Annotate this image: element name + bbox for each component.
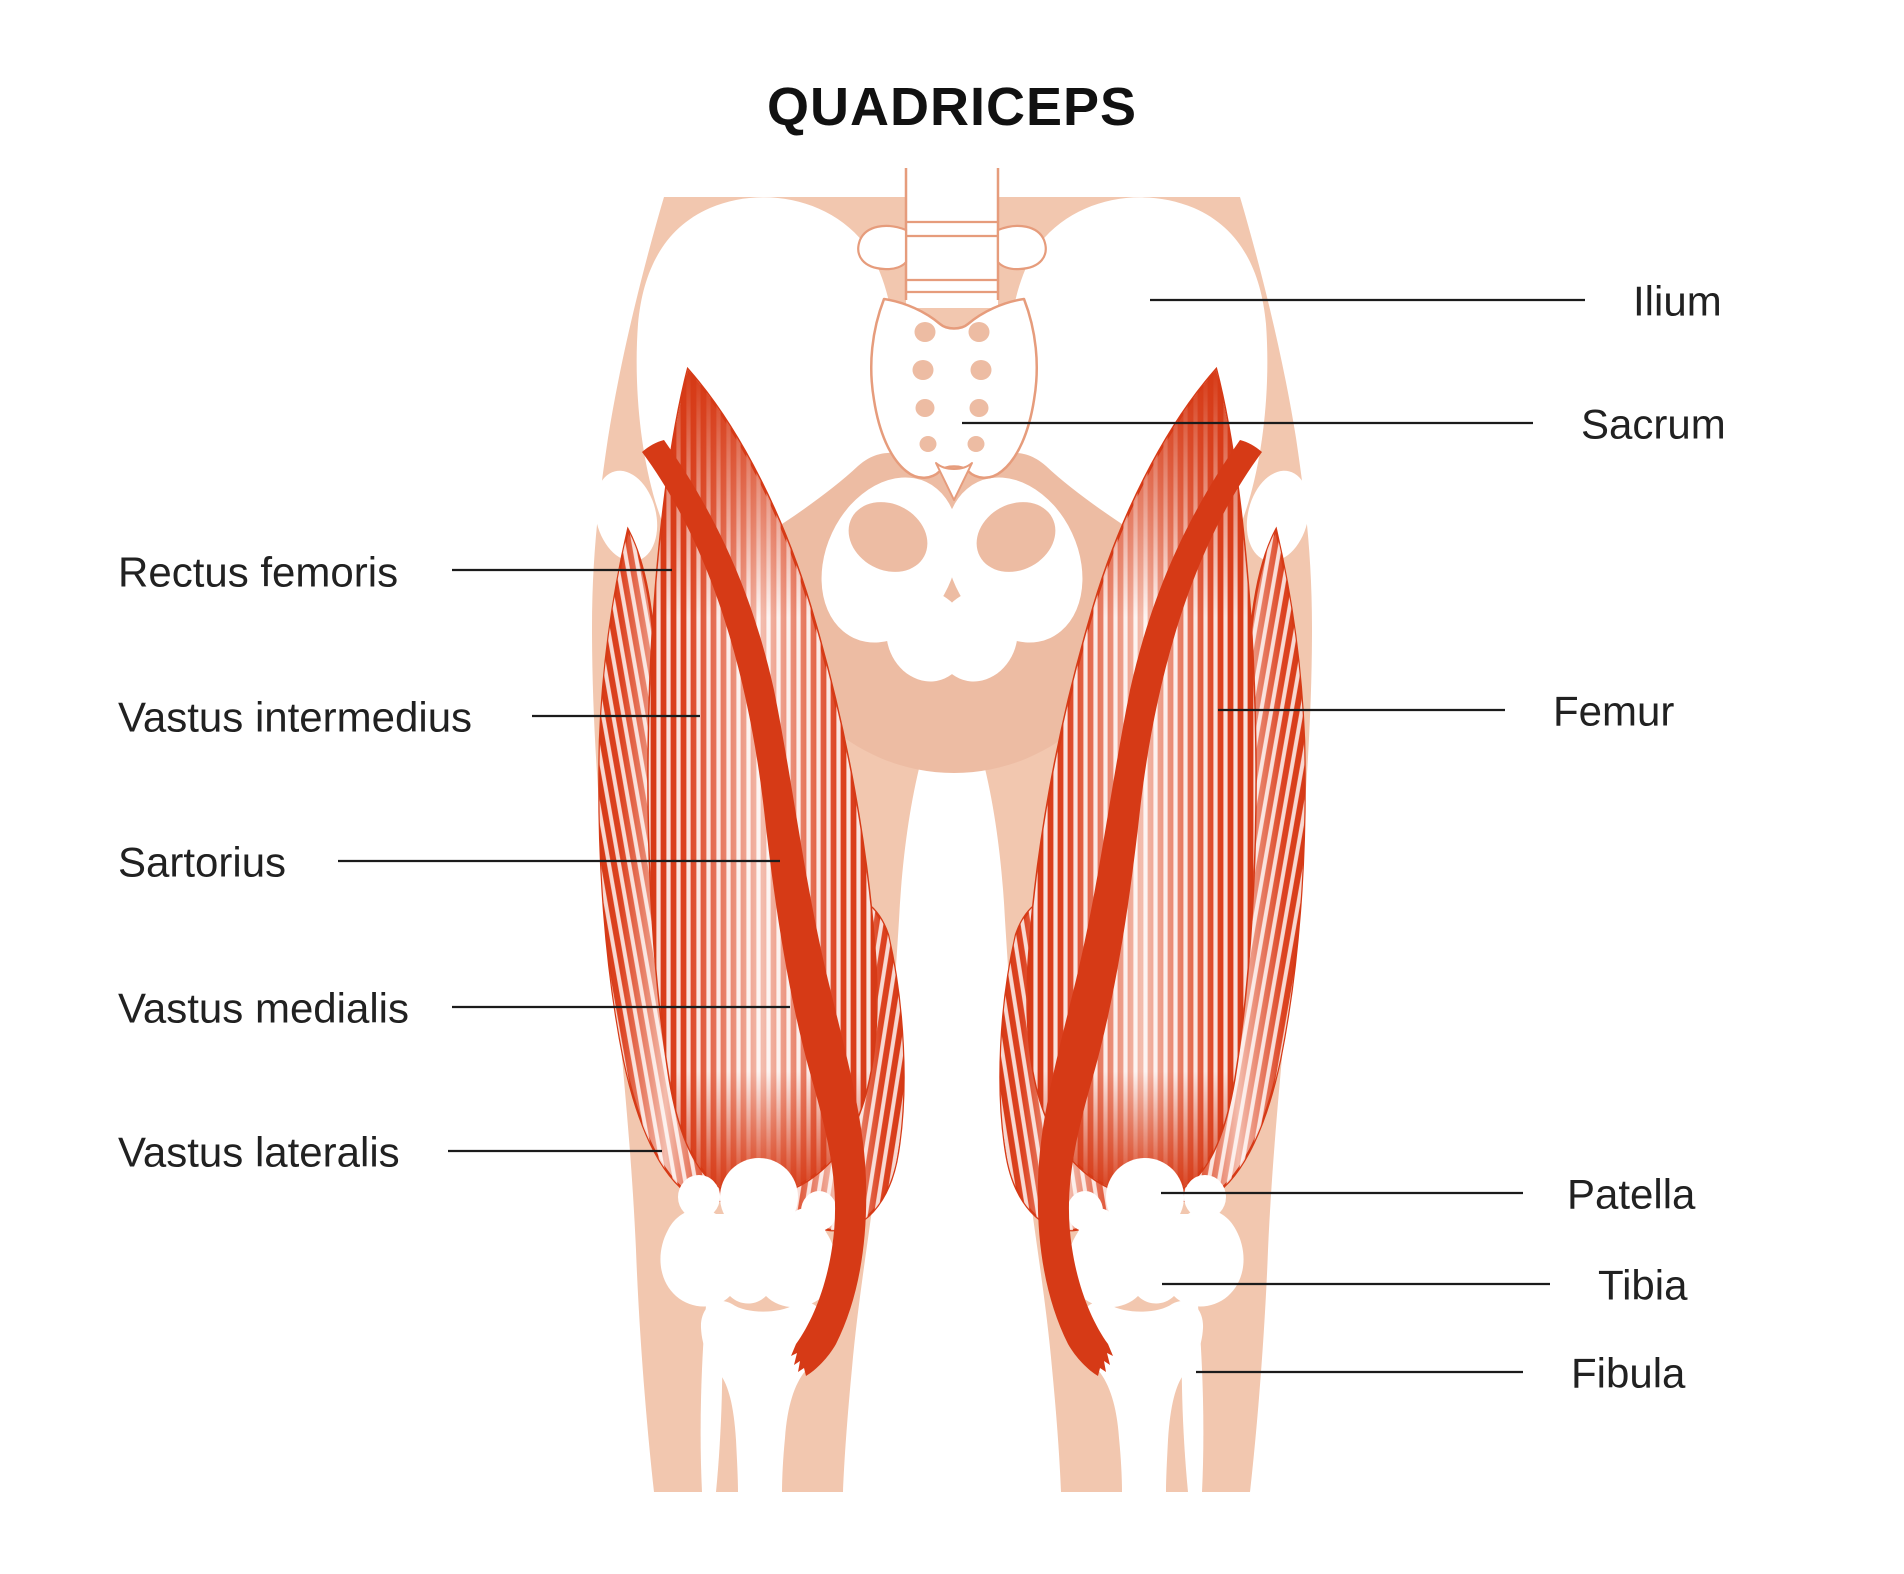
page-title: QUADRICEPS xyxy=(767,77,1137,137)
label-sartorius: Sartorius xyxy=(118,839,286,886)
label-vastus-medialis: Vastus medialis xyxy=(118,985,409,1032)
pelvic-cavity-shade xyxy=(766,397,1142,773)
lower-body-illustration xyxy=(586,168,1318,1492)
label-ilium: Ilium xyxy=(1633,278,1722,325)
label-vastus-lateralis: Vastus lateralis xyxy=(118,1129,400,1176)
sacral-foramina xyxy=(912,322,992,452)
label-sacrum: Sacrum xyxy=(1581,401,1726,448)
left-label-group: Rectus femoris Vastus intermedius Sartor… xyxy=(118,549,790,1176)
label-rectus-femoris: Rectus femoris xyxy=(118,549,398,596)
transverse-process-right xyxy=(996,224,1047,271)
lumbar-spine-column xyxy=(906,168,998,308)
label-femur: Femur xyxy=(1553,688,1674,735)
label-tibia: Tibia xyxy=(1598,1262,1688,1309)
coccyx-bone xyxy=(935,462,973,501)
transverse-process-left xyxy=(857,224,908,271)
right-label-group: Ilium Sacrum Femur Patella Tibia Fibula xyxy=(962,278,1726,1397)
spine-and-sacrum xyxy=(857,168,1047,501)
label-patella: Patella xyxy=(1567,1171,1696,1218)
sacrum-bone xyxy=(870,297,1038,479)
vertebra-disc-lines xyxy=(906,220,998,294)
label-fibula: Fibula xyxy=(1571,1350,1686,1397)
label-vastus-intermedius: Vastus intermedius xyxy=(118,694,472,741)
